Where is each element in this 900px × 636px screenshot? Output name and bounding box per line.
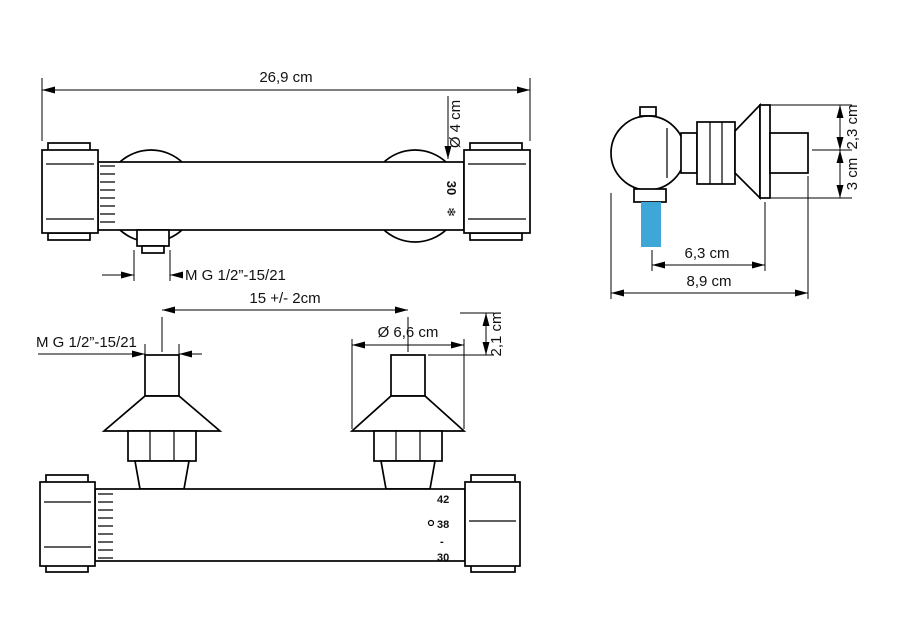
right-handle-cap (463, 149, 531, 234)
mixer-bar-tube (94, 488, 466, 562)
escutcheon-flange (349, 395, 467, 432)
dim-overall-width: 26,9 cm (41, 69, 531, 141)
dim-inlet-thread: M G 1/2”-15/21 (36, 334, 202, 358)
dim-overall-width-label: 26,9 cm (259, 69, 312, 86)
temp-preset-label: 30 (444, 181, 459, 195)
dim-center-spacing: 15 +/- 2cm (161, 290, 409, 352)
front-view: 26,9 cm Ø 4 cm 30 ❄ (41, 69, 531, 284)
thermostat-knob (610, 115, 686, 191)
scale-38-label: 38 (437, 519, 449, 531)
outlet-nub (136, 229, 170, 247)
temperature-scale-ticks (98, 493, 113, 559)
dim-bottom-offset: 3 cm (762, 150, 861, 199)
right-handle-cap (464, 481, 521, 567)
dim-outlet-thread-label: M G 1/2”-15/21 (185, 267, 286, 284)
dim-overall-depth: 8,9 cm (610, 176, 809, 299)
dim-outlet-thread: M G 1/2”-15/21 (102, 250, 286, 284)
temp-preset-marking: 30 ❄ (444, 181, 459, 217)
valve-block (680, 132, 698, 174)
dim-inner-depth-label: 6,3 cm (684, 245, 729, 262)
mixer-side-body (610, 102, 809, 247)
escutcheon-rim (759, 104, 771, 199)
left-handle-cap (39, 481, 96, 567)
scale-dash-label: - (440, 536, 444, 548)
hex-nut (696, 121, 736, 185)
thread-stub (390, 354, 426, 397)
dim-escutcheon-diameter: Ø 6,6 cm (351, 324, 465, 429)
dim-inner-depth: 6,3 cm (651, 202, 766, 271)
dim-escutcheon-label: Ø 6,6 cm (378, 324, 439, 341)
escutcheon-cone (734, 102, 761, 201)
temperature-scale-ticks (100, 165, 115, 223)
water-outlet-pipe (641, 202, 661, 247)
temperature-scale-markings: 42 38 - 30 (427, 494, 449, 564)
outlet-nub-tip (141, 245, 165, 254)
scale-42-label: 42 (437, 494, 449, 506)
hex-nut (127, 430, 197, 462)
dim-stub-height-label: 2,1 cm (488, 311, 505, 356)
outlet-block (633, 188, 667, 203)
escutcheon-flange (101, 395, 223, 432)
inlet-neck (379, 460, 437, 490)
left-handle-cap (41, 149, 99, 234)
dim-top-offset-label: 2,3 cm (844, 104, 861, 149)
rear-view: 15 +/- 2cm M G 1/2”-15/21 Ø 6,6 cm 2,1 c… (36, 290, 521, 573)
dim-stub-height: 2,1 cm (428, 311, 505, 357)
dim-top-offset: 2,3 cm (762, 104, 861, 151)
inlet-neck (133, 460, 191, 490)
dim-overall-depth-label: 8,9 cm (686, 273, 731, 290)
dim-bar-diameter-label: Ø 4 cm (447, 100, 464, 148)
left-cap-bottom-tab (47, 232, 91, 241)
mixer-bar-tube (97, 161, 465, 231)
wall-fitting-left (101, 354, 223, 490)
indicator-dot (427, 519, 435, 527)
snowflake-icon: ❄ (444, 207, 458, 217)
mixer-front-body (41, 142, 531, 254)
mixer-rear-body (39, 474, 521, 573)
scale-30-label: 30 (437, 552, 449, 564)
dim-bottom-offset-label: 3 cm (844, 158, 861, 191)
dim-bar-diameter: Ø 4 cm (444, 96, 464, 159)
dim-inlet-thread-label: M G 1/2”-15/21 (36, 334, 137, 351)
wall-fitting-right (349, 354, 467, 490)
dim-center-spacing-label: 15 +/- 2cm (249, 290, 320, 307)
wall-connector (769, 132, 809, 174)
hex-nut (373, 430, 443, 462)
thread-stub (144, 354, 180, 397)
knob-top-tab (639, 106, 657, 117)
side-view: 2,3 cm 3 cm 6,3 cm 8,9 cm (610, 102, 861, 299)
right-cap-bottom-tab (469, 232, 523, 241)
